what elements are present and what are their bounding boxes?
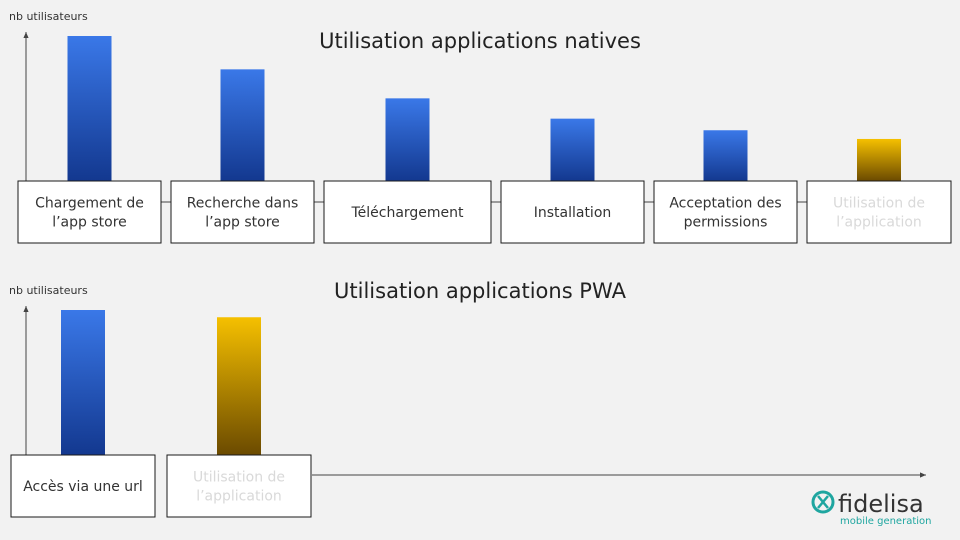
native-bar (67, 36, 112, 181)
brand-logo: fidelisa mobile generation (811, 490, 931, 527)
pwa-tick-label: Utilisation de (193, 470, 285, 486)
native-bars: Chargement de l’app store Recherche dans l’… (17, 36, 952, 244)
native-bar-highlight (857, 138, 901, 181)
native-tick-label: Installation (534, 205, 612, 221)
native-tick-label: l’app store (205, 215, 280, 231)
pwa-bar-highlight (217, 317, 261, 455)
native-tick-label: Utilisation de (833, 196, 925, 212)
native-bar (220, 69, 265, 181)
native-bar (703, 130, 748, 181)
native-stage-box (17, 180, 162, 244)
pwa-stage-box (166, 454, 312, 518)
pwa-tick-label: l’application (196, 489, 282, 505)
native-apps-chart: nb utilisateurs Utilisation applications… (9, 10, 952, 244)
native-y-axis-label: nb utilisateurs (9, 10, 88, 23)
native-bar (550, 118, 595, 181)
pwa-tick-label: Accès via une url (23, 479, 143, 495)
pwa-stage-box (10, 454, 156, 518)
native-tick-label: Chargement de (35, 196, 144, 212)
brand-name: fidelisa (838, 490, 924, 518)
brand-tagline: mobile generation (840, 516, 931, 527)
native-chart-title: Utilisation applications natives (319, 29, 641, 53)
pwa-chart-title: Utilisation applications PWA (334, 279, 627, 303)
native-stage-box (323, 180, 492, 244)
native-stage-box (500, 180, 645, 244)
pwa-bar (61, 310, 105, 455)
native-tick-label: Téléchargement (350, 205, 464, 221)
native-tick-label: l’app store (52, 215, 127, 231)
native-stage-box (653, 180, 798, 244)
native-tick-label: l’application (836, 215, 922, 231)
native-stage-box (806, 180, 952, 244)
pwa-y-axis-label: nb utilisateurs (9, 284, 88, 297)
fidelisa-logo-icon (811, 490, 835, 514)
pwa-chart: nb utilisateurs Utilisation applications… (9, 279, 926, 518)
pwa-bars: Accès via une url Utilisation de l’applica… (10, 310, 312, 518)
native-tick-label: permissions (684, 215, 768, 231)
native-stage-box (170, 180, 315, 244)
native-tick-label: Acceptation des (669, 196, 781, 212)
native-tick-label: Recherche dans (187, 196, 299, 212)
native-bar (385, 98, 430, 181)
